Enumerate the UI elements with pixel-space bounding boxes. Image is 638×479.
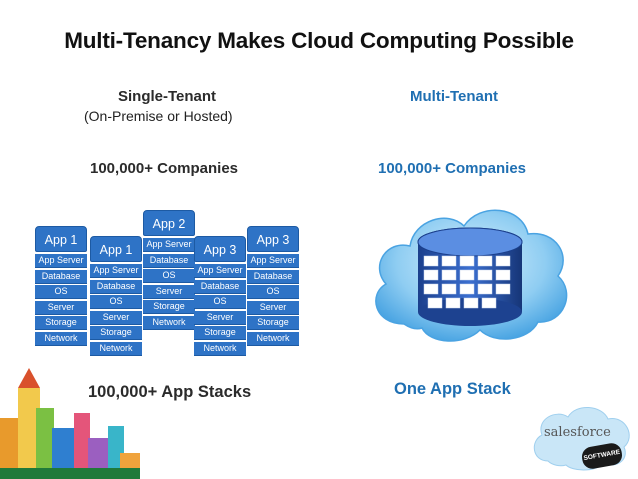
layer-app-server: App Server xyxy=(247,254,299,268)
layer-app-server: App Server xyxy=(90,264,142,278)
layer-os: OS xyxy=(194,295,246,309)
layer-app-server: App Server xyxy=(194,264,246,278)
layer-server: Server xyxy=(90,310,142,325)
app-label: App 3 xyxy=(247,226,299,252)
salesforce-wordmark: salesforce xyxy=(544,425,611,440)
salesforce-logo: salesforce SOFTWARE xyxy=(530,403,634,473)
layer-storage: Storage xyxy=(90,326,142,340)
layer-server: Server xyxy=(247,300,299,315)
layer-network: Network xyxy=(194,341,246,356)
layer-os: OS xyxy=(90,295,142,309)
layer-storage: Storage xyxy=(143,300,195,314)
layer-os: OS xyxy=(143,269,195,283)
layer-storage: Storage xyxy=(194,326,246,340)
app-label: App 1 xyxy=(35,226,87,252)
layer-network: Network xyxy=(35,331,87,346)
layer-network: Network xyxy=(247,331,299,346)
cloud-database-illustration xyxy=(364,196,576,348)
layer-network: Network xyxy=(143,315,195,330)
slide-title: Multi-Tenancy Makes Cloud Computing Poss… xyxy=(64,28,574,53)
layer-database: Database xyxy=(35,269,87,284)
layer-app-server: App Server xyxy=(143,238,195,252)
layer-storage: Storage xyxy=(35,316,87,330)
layer-database: Database xyxy=(143,253,195,268)
layer-database: Database xyxy=(247,269,299,284)
single-tenant-stacks-label: 100,000+ App Stacks xyxy=(88,383,252,401)
app-label: App 3 xyxy=(194,236,246,262)
city-skyline-illustration xyxy=(0,368,140,479)
multi-tenant-stacks-label: One App Stack xyxy=(394,380,511,398)
layer-database: Database xyxy=(90,279,142,294)
cloud-icon xyxy=(375,209,568,342)
layer-database: Database xyxy=(194,279,246,294)
app-label: App 1 xyxy=(90,236,142,262)
layer-server: Server xyxy=(143,284,195,299)
app-stack: App 2 App Server Database OS Server Stor… xyxy=(143,210,195,330)
app-stack: App 1 App Server Database OS Server Stor… xyxy=(35,226,87,346)
single-tenant-subheading: (On-Premise or Hosted) xyxy=(84,108,233,124)
layer-os: OS xyxy=(35,285,87,299)
layer-network: Network xyxy=(90,341,142,356)
multi-tenant-heading: Multi-Tenant xyxy=(410,88,499,105)
multi-tenant-companies: 100,000+ Companies xyxy=(378,160,527,177)
layer-storage: Storage xyxy=(247,316,299,330)
app-stack: App 1 App Server Database OS Server Stor… xyxy=(90,236,142,356)
layer-app-server: App Server xyxy=(35,254,87,268)
single-tenant-companies: 100,000+ Companies xyxy=(90,160,239,177)
layer-server: Server xyxy=(35,300,87,315)
app-stack: App 3 App Server Database OS Server Stor… xyxy=(247,226,299,346)
layer-os: OS xyxy=(247,285,299,299)
app-stack: App 3 App Server Database OS Server Stor… xyxy=(194,236,246,356)
layer-server: Server xyxy=(194,310,246,325)
single-tenant-heading: Single-Tenant xyxy=(118,88,217,105)
app-label: App 2 xyxy=(143,210,195,236)
